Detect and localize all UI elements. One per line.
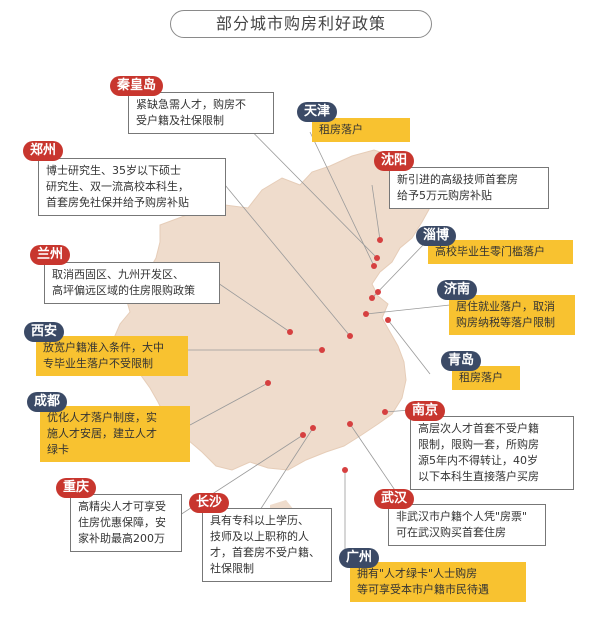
policy-box-tianjin: 租房落户 (312, 118, 410, 142)
city-label-tianjin: 天津 (297, 102, 338, 122)
city-label-shenyang: 沈阳 (374, 151, 415, 171)
city-label-wuhan: 武汉 (374, 489, 415, 509)
city-label-qingdao: 青岛 (441, 351, 482, 371)
policy-box-changsha: 具有专科以上学历、 技师及以上职称的人 才，首套房不受户籍、 社保限制 (202, 508, 332, 582)
policy-box-xian: 放宽户籍准入条件，大中 专毕业生落户不受限制 (36, 336, 188, 376)
policy-box-chongqing: 高精尖人才可享受 住房优惠保障，安 家补助最高200万 (70, 494, 182, 552)
city-label-zhengzhou: 郑州 (23, 141, 64, 161)
city-label-chengdu: 成都 (27, 392, 68, 412)
policy-box-zibo: 高校毕业生零门槛落户 (428, 240, 573, 264)
city-label-qinhuangdao: 秦皇岛 (110, 76, 164, 96)
city-label-changsha: 长沙 (189, 493, 230, 513)
policy-box-qingdao: 租房落户 (452, 366, 520, 390)
leader-lines (179, 96, 451, 555)
policy-box-jinan: 居住就业落户，取消 购房纳税等落户限制 (449, 295, 575, 335)
city-label-guangzhou: 广州 (339, 548, 380, 568)
policy-box-wuhan: 非武汉市户籍个人凭"房票" 可在武汉购买首套住房 (388, 504, 546, 546)
city-label-lanzhou: 兰州 (30, 245, 71, 265)
city-label-nanjing: 南京 (405, 401, 446, 421)
city-label-zibo: 淄博 (416, 226, 457, 246)
policy-box-guangzhou: 拥有"人才绿卡"人士购房 等可享受本市户籍市民待遇 (350, 562, 526, 602)
policy-box-chengdu: 优化人才落户制度，实 施人才安居，建立人才 绿卡 (40, 406, 190, 462)
city-dots (265, 237, 391, 473)
policy-box-shenyang: 新引进的高级技师首套房 给予5万元购房补贴 (389, 167, 549, 209)
city-label-chongqing: 重庆 (56, 478, 97, 498)
policy-box-qinhuangdao: 紧缺急需人才，购房不 受户籍及社保限制 (128, 92, 274, 134)
policy-box-nanjing: 高层次人才首套不受户籍 限制，限购一套，所购房 源5年内不得转让，40岁 以下本… (410, 416, 574, 490)
city-label-xian: 西安 (24, 322, 65, 342)
policy-box-zhengzhou: 博士研究生、35岁以下硕士 研究生、双一流高校本科生， 首套房免社保并给予购房补… (38, 158, 226, 216)
page-title: 部分城市购房利好政策 (170, 10, 432, 38)
policy-box-lanzhou: 取消西固区、九州开发区、 高坪偏远区域的住房限购政策 (44, 262, 220, 304)
city-label-jinan: 济南 (437, 280, 478, 300)
